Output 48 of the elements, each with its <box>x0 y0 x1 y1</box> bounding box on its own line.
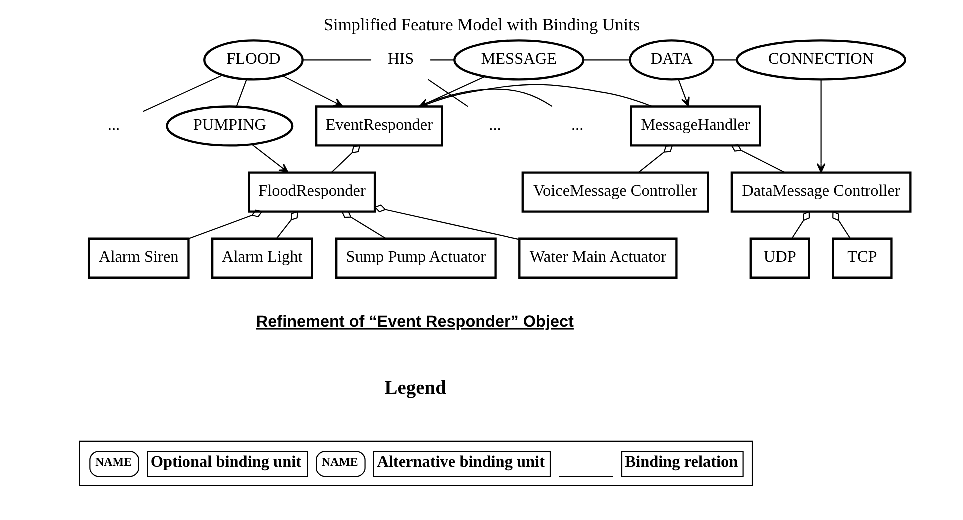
node-box: FloodResponder <box>248 172 376 213</box>
connector <box>374 204 519 240</box>
node-text: ... <box>488 116 501 134</box>
node-text: HIS <box>387 50 414 68</box>
connector <box>427 79 468 108</box>
label: Legend <box>384 378 446 400</box>
connector <box>584 60 630 61</box>
node-text: ... <box>570 116 584 134</box>
connector <box>276 211 298 239</box>
node-box: MessageHandler <box>630 106 761 147</box>
node-ellipse: CONNECTION <box>736 40 906 81</box>
connector <box>712 60 736 61</box>
node-ellipse: FLOOD <box>203 40 304 81</box>
connector <box>430 60 454 61</box>
legend-label: Alternative binding unit <box>376 452 544 471</box>
diagram-title: Simplified Feature Model with Binding Units <box>323 16 640 35</box>
connector <box>340 211 386 240</box>
arrow <box>282 76 343 108</box>
arrow <box>816 80 826 174</box>
node-box: Water Main Actuator <box>518 238 678 279</box>
node-box: Alarm Light <box>210 238 313 279</box>
connector <box>832 211 850 239</box>
node-box: VoiceMessage Controller <box>521 172 709 213</box>
arrow <box>678 80 690 108</box>
caption: Refinement of “Event Responder” Object <box>256 313 574 332</box>
connector <box>302 60 372 61</box>
legend-label: Optional binding unit <box>150 452 302 471</box>
connector <box>236 80 247 107</box>
connector <box>791 211 810 239</box>
label: NAME <box>321 455 358 470</box>
node-text: ... <box>107 116 120 134</box>
label: NAME <box>95 455 132 470</box>
node-box: DataMessage Controller <box>730 172 912 213</box>
node-ellipse: PUMPING <box>166 106 294 147</box>
connector <box>638 145 673 174</box>
node-box: Sump Pump Actuator <box>335 238 496 279</box>
connector <box>730 144 785 174</box>
node-box: EventResponder <box>314 106 443 147</box>
node-ellipse: DATA <box>628 40 714 81</box>
connector <box>188 210 262 240</box>
node-box: Alarm Siren <box>88 238 190 279</box>
node-box: TCP <box>832 238 892 279</box>
connector <box>330 145 360 173</box>
node-box: UDP <box>749 238 810 279</box>
connector <box>142 74 222 112</box>
legend-label: Binding relation <box>624 452 738 471</box>
node-ellipse: MESSAGE <box>453 40 584 81</box>
arrow <box>252 144 288 174</box>
